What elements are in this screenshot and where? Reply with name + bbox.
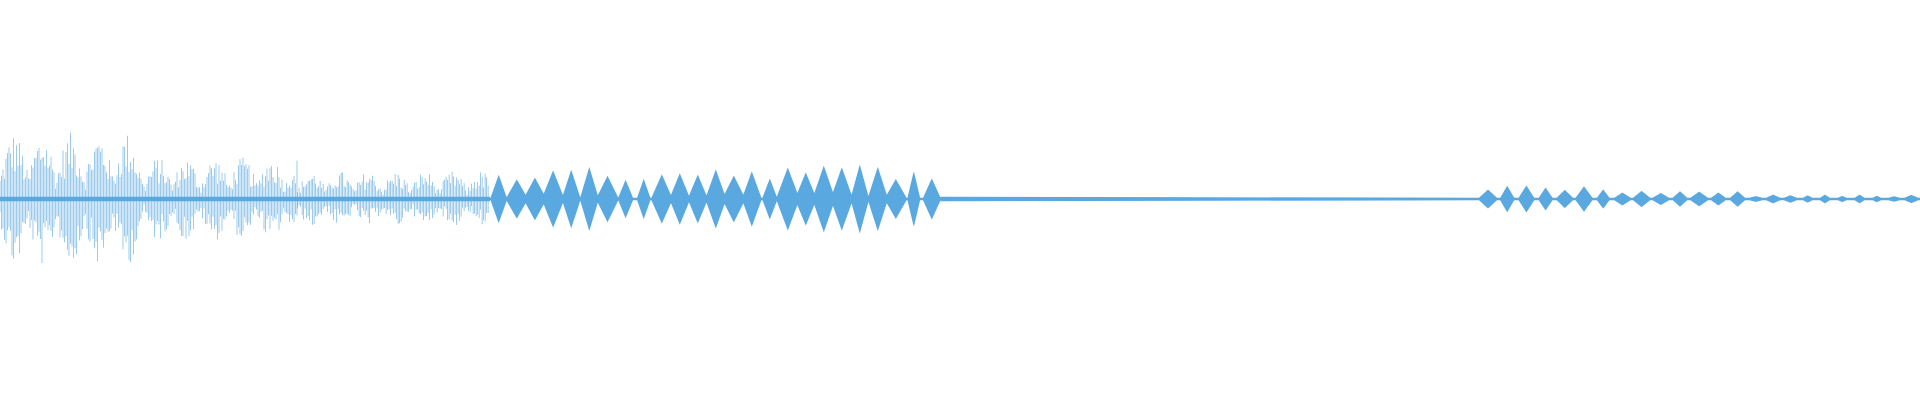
waveform-noise-segment	[0, 132, 145, 263]
waveform-noise-segment	[297, 171, 490, 225]
waveform-pulse-segment	[489, 166, 654, 232]
waveform-silence-segment	[940, 196, 1479, 202]
waveform-pulse-segment	[1612, 190, 1748, 208]
waveform-pulse-segment	[650, 164, 942, 234]
waveform-pulse-segment	[1477, 185, 1614, 213]
waveform-noise-segment	[143, 157, 298, 240]
waveform-pulse-segment	[1745, 194, 1920, 204]
waveform-layer	[0, 132, 1920, 263]
